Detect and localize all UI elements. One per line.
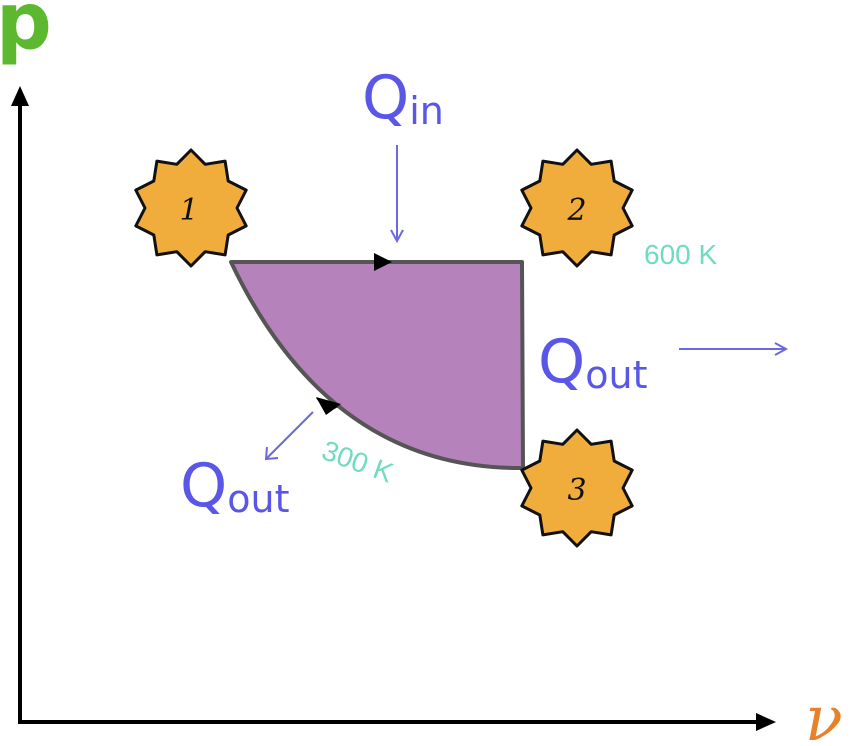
state-marker-2: 2	[520, 148, 634, 268]
cycle-arrow-curve-fill	[316, 397, 341, 415]
state-marker-3: 3	[520, 428, 634, 548]
state-label-2: 2	[566, 193, 586, 228]
star-icon	[520, 148, 634, 268]
q-out-left-sub: out	[227, 477, 289, 521]
p-axis-label: p	[0, 0, 52, 67]
q-in-arrowhead	[390, 229, 404, 244]
q-out-right-main: Q	[538, 327, 585, 397]
state-label-3: 3	[567, 473, 586, 508]
q-in-sub: in	[409, 89, 444, 133]
q-out-left-main: Q	[180, 451, 227, 521]
y-axis-arrowhead	[11, 86, 29, 106]
x-axis-arrowhead	[756, 713, 776, 731]
state-marker-1: 1	[134, 148, 248, 268]
star-icon	[520, 428, 634, 548]
q-in-main: Q	[362, 63, 409, 133]
q-out-right-label: Qout	[538, 327, 647, 397]
star-icon	[134, 148, 248, 268]
temperature-cold: 300 K	[318, 435, 398, 489]
q-out-right-arrowhead	[774, 342, 789, 356]
cycle-arrow-top	[374, 253, 392, 271]
v-axis-label: ν	[805, 682, 843, 746]
q-out-right-sub: out	[585, 353, 647, 397]
state-label-1: 1	[179, 193, 198, 228]
q-in-label: Qin	[362, 63, 444, 133]
q-out-left-arrowhead	[264, 446, 279, 461]
cycle-region	[229, 260, 525, 471]
temperature-hot: 600 K	[644, 239, 717, 270]
q-out-left-arrow	[265, 411, 314, 460]
q-out-left-label: Qout	[180, 451, 289, 521]
